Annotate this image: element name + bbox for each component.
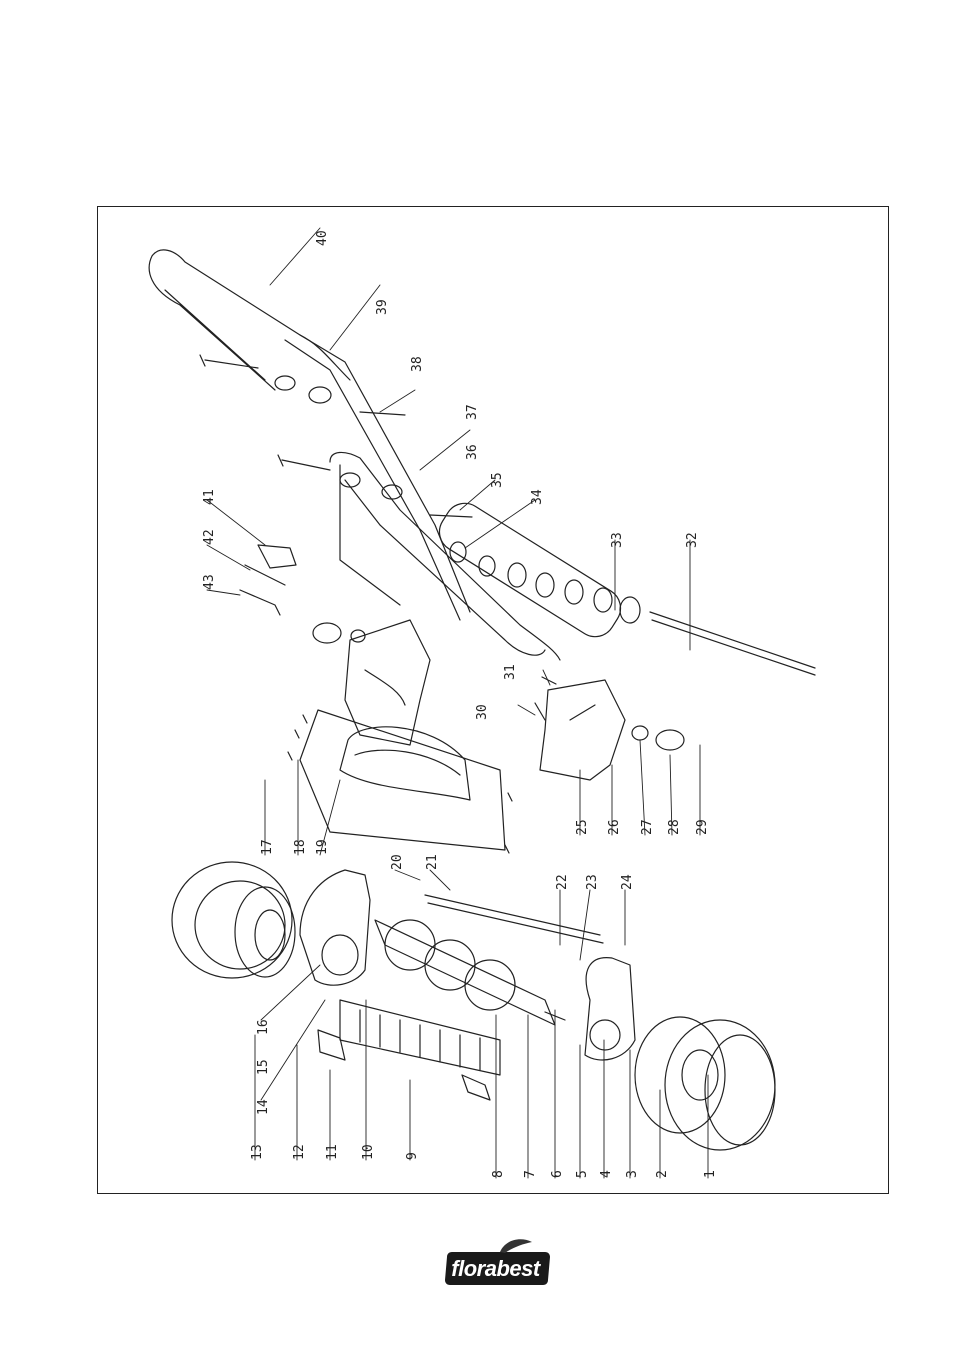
callout-30: 30 [475, 704, 490, 720]
adjuster-knob-left [312, 622, 342, 644]
callout-25: 25 [575, 819, 590, 835]
callout-22: 22 [555, 874, 570, 890]
callout-39: 39 [375, 299, 390, 315]
callout-36: 36 [465, 444, 480, 460]
collection-chute [339, 726, 471, 801]
callout-lines-bottom [254, 964, 709, 1179]
upper-handle-side-bar [284, 334, 471, 621]
knob-lower-b [381, 484, 403, 500]
callout-41: 41 [202, 489, 217, 505]
callout-19: 19 [315, 839, 330, 855]
callout-28: 28 [667, 819, 682, 835]
callout-2: 2 [655, 1170, 670, 1178]
callout-26: 26 [607, 819, 622, 835]
wheel-lever-left [317, 1029, 346, 1061]
callout-3: 3 [625, 1170, 640, 1178]
callout-10: 10 [361, 1144, 376, 1160]
callout-42: 42 [202, 529, 217, 545]
cable-lever [239, 564, 286, 616]
housing-left-hub [321, 934, 359, 976]
handle-bolt-upper [199, 354, 259, 369]
cable-clip [257, 544, 297, 569]
cover-screws [287, 714, 513, 854]
callout-18: 18 [293, 839, 308, 855]
callout-38: 38 [410, 356, 425, 372]
bolt-31 [541, 676, 557, 685]
roller-shaft [649, 611, 816, 676]
callout-8: 8 [491, 1170, 506, 1178]
side-bracket-left [344, 619, 431, 746]
callout-13: 13 [250, 1144, 265, 1160]
roller-assembly [438, 502, 641, 638]
wheel-lever-right [461, 1074, 491, 1101]
bushing-right [631, 725, 649, 741]
callout-31: 31 [503, 664, 518, 680]
callout-33: 33 [610, 532, 625, 548]
lower-handle-part [329, 451, 561, 661]
housing-right [584, 957, 636, 1061]
handle-bolt-lower [429, 514, 473, 518]
housing-left [299, 869, 371, 986]
wheel-left [171, 861, 296, 979]
callout-21: 21 [425, 854, 440, 870]
guard-comb [339, 999, 501, 1076]
knob-middle [308, 386, 332, 404]
callout-20: 20 [390, 854, 405, 870]
callout-23: 23 [585, 874, 600, 890]
brand-logo: florabest [451, 1256, 540, 1281]
callout-7: 7 [523, 1170, 538, 1178]
callout-5: 5 [575, 1170, 590, 1178]
callout-27: 27 [640, 819, 655, 835]
handle-bolt-right [359, 411, 406, 416]
upper-handle-part [148, 249, 351, 391]
callout-1: 1 [703, 1170, 718, 1178]
bar-22 [424, 894, 604, 944]
callout-43: 43 [202, 574, 217, 590]
knob-upper [274, 375, 296, 391]
callout-34: 34 [530, 489, 545, 505]
callout-4: 4 [599, 1170, 614, 1178]
wheel-right [634, 1016, 776, 1151]
callout-14: 14 [256, 1099, 271, 1115]
callout-12: 12 [292, 1144, 307, 1160]
logo-shape [445, 1239, 550, 1285]
scarifier-drum [374, 919, 566, 1026]
callout-17: 17 [260, 839, 275, 855]
side-bracket-right [539, 679, 626, 781]
housing-right-hub [589, 1019, 621, 1051]
callout-6: 6 [550, 1170, 565, 1178]
callout-11: 11 [325, 1144, 340, 1160]
callout-24: 24 [620, 874, 635, 890]
callout-16: 16 [256, 1019, 271, 1035]
callout-32: 32 [685, 532, 700, 548]
callout-35: 35 [490, 472, 505, 488]
knob-lower-a [339, 472, 361, 488]
callout-15: 15 [256, 1059, 271, 1075]
callout-37: 37 [465, 404, 480, 420]
adjuster-knob-right [655, 729, 685, 751]
callout-lines-middle [206, 227, 701, 961]
cover-plate [299, 709, 506, 851]
handle-bolt-middle [277, 454, 331, 471]
callout-40: 40 [315, 230, 330, 246]
bushing-left [350, 629, 366, 643]
diagram-frame [97, 206, 889, 1194]
pin-30 [534, 702, 546, 721]
callout-29: 29 [695, 819, 710, 835]
callout-9: 9 [405, 1152, 420, 1160]
